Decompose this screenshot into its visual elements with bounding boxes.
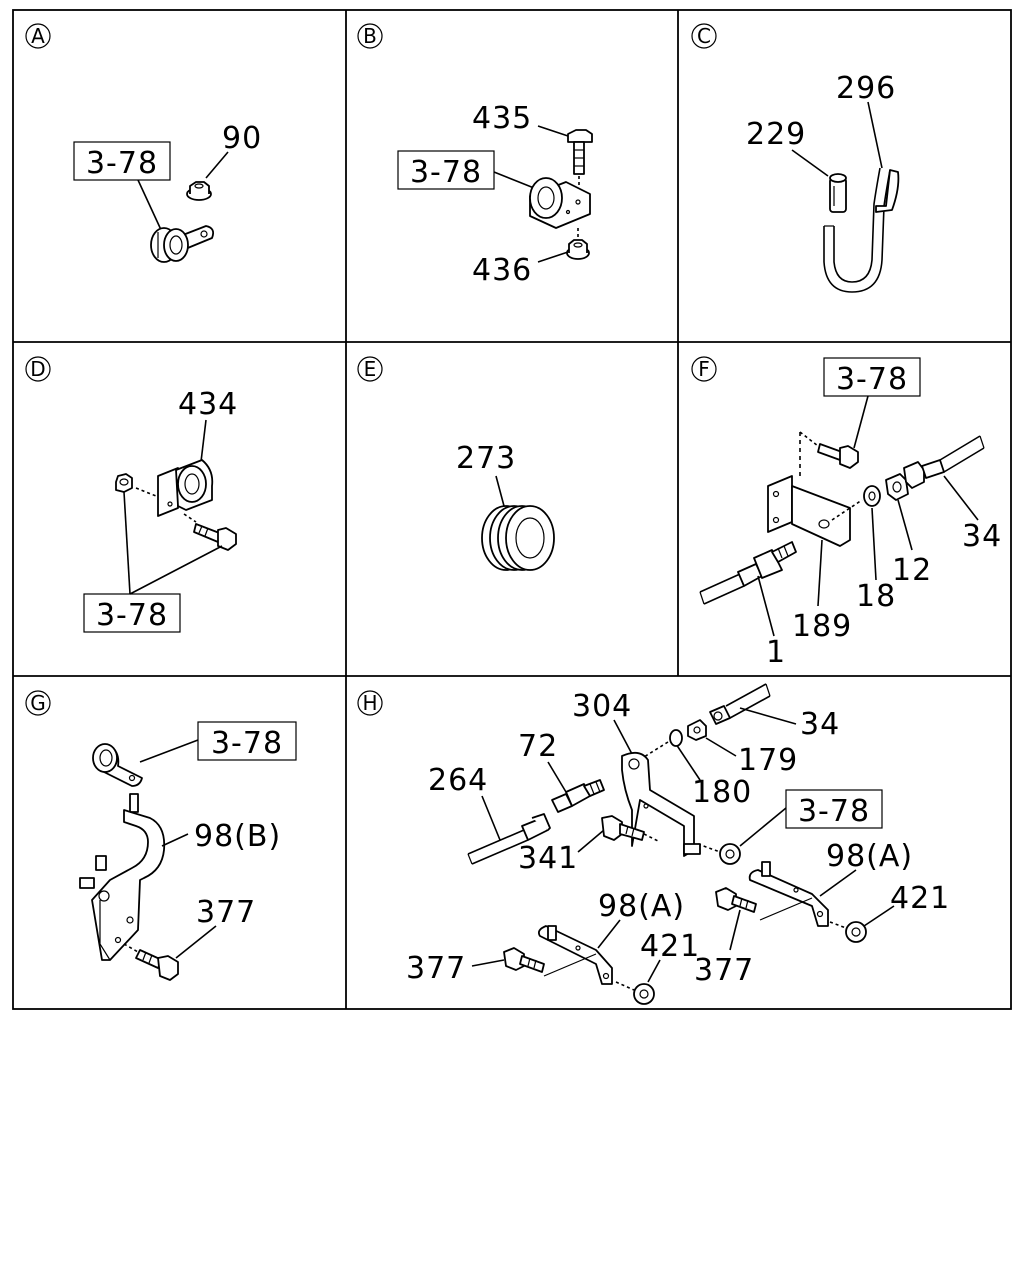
part-label-296: 296	[836, 71, 896, 106]
part-label-304: 304	[572, 689, 632, 724]
washer	[863, 485, 881, 507]
part-label-179: 179	[738, 743, 798, 778]
panel-badge-c: C	[691, 23, 717, 49]
part-label-90: 90	[222, 121, 262, 156]
panel-d: D 434 3-78	[25, 356, 238, 633]
ref-box-h[interactable]: 3-78	[785, 789, 883, 829]
hose-fitting	[699, 541, 797, 605]
panel-b: B 3-78 435 436	[357, 23, 593, 288]
part-label-34: 34	[800, 707, 840, 742]
bolt	[193, 523, 237, 551]
part-label-421-lower: 421	[640, 929, 700, 964]
flange-nut	[633, 983, 655, 1005]
bolt	[601, 815, 645, 841]
panel-grid	[12, 9, 1012, 1010]
bolt	[715, 887, 757, 913]
panel-h: H 304 34 72 179 264 180 341 3-78	[357, 683, 950, 1005]
grommet	[481, 505, 555, 571]
bolt	[567, 129, 593, 175]
badge-label: C	[697, 24, 711, 48]
part-label-34: 34	[962, 519, 1002, 554]
hose-sleeve	[829, 173, 847, 213]
flange-nut	[566, 239, 590, 260]
panel-badge-b: B	[357, 23, 383, 49]
ref-label: 3-78	[836, 362, 908, 397]
ref-label: 3-78	[96, 598, 168, 633]
bracket	[621, 751, 695, 857]
bolt	[503, 947, 545, 973]
badge-label: E	[364, 357, 377, 381]
badge-label: G	[30, 691, 46, 715]
part-label-189: 189	[792, 609, 852, 644]
part-label-180: 180	[692, 775, 752, 810]
hex-nut	[885, 473, 909, 501]
pipe-fitting	[467, 813, 551, 865]
part-label-273: 273	[456, 441, 516, 476]
badge-label: A	[31, 24, 45, 48]
part-label-264: 264	[428, 763, 488, 798]
ref-label: 3-78	[211, 726, 283, 761]
hose	[823, 167, 900, 293]
part-label-98a-lower: 98(A)	[598, 889, 685, 924]
bracket	[767, 475, 851, 547]
part-label-421-upper: 421	[890, 881, 950, 916]
part-label-436: 436	[472, 253, 532, 288]
ref-label: 3-78	[86, 146, 158, 181]
badge-label: D	[30, 357, 45, 381]
hex-nut	[115, 473, 133, 493]
ref-box-b[interactable]: 3-78	[397, 150, 495, 190]
hex-nut	[687, 719, 707, 741]
part-label-18: 18	[856, 579, 896, 614]
panel-badge-d: D	[25, 356, 51, 382]
part-label-72: 72	[518, 729, 558, 764]
clamp-bracket	[157, 459, 214, 517]
badge-label: B	[363, 24, 377, 48]
part-label-341: 341	[518, 841, 578, 876]
ref-label: 3-78	[410, 155, 482, 190]
part-label-12: 12	[892, 553, 932, 588]
panel-badge-a: A	[25, 23, 51, 49]
badge-label: F	[698, 357, 710, 381]
flange-nut	[845, 921, 867, 943]
badge-label: H	[362, 691, 377, 715]
ref-box-a[interactable]: 3-78	[73, 141, 171, 181]
panel-c: C 296 229	[691, 23, 900, 293]
ref-box-g[interactable]: 3-78	[197, 721, 297, 761]
panel-f: F 3-78	[691, 356, 1002, 670]
p-clamp	[92, 743, 143, 787]
panel-badge-h: H	[357, 690, 383, 716]
lock-washer	[669, 729, 683, 747]
part-label-377-lower: 377	[406, 951, 466, 986]
part-label-377: 377	[196, 895, 256, 930]
part-label-98a-upper: 98(A)	[826, 839, 913, 874]
part-label-1: 1	[766, 635, 786, 670]
part-label-435: 435	[472, 101, 532, 136]
ref-box-d[interactable]: 3-78	[83, 593, 181, 633]
panel-g: G 3-78 98(B)	[25, 690, 297, 981]
part-label-229: 229	[746, 117, 806, 152]
part-label-377-upper: 377	[694, 953, 754, 988]
panel-a: A 3-78 90	[25, 23, 262, 263]
pipe-fitting	[903, 435, 985, 489]
panel-badge-g: G	[25, 690, 51, 716]
ref-label: 3-78	[798, 794, 870, 829]
bracket	[79, 793, 166, 961]
part-label-434: 434	[178, 387, 238, 422]
bolt	[817, 443, 859, 469]
hex-nut	[719, 843, 741, 865]
bolt	[135, 949, 179, 981]
part-label-98b: 98(B)	[194, 819, 281, 854]
flange-nut	[186, 181, 212, 201]
clamp-block	[529, 177, 591, 229]
ref-box-f[interactable]: 3-78	[823, 357, 921, 397]
panel-badge-f: F	[691, 356, 717, 382]
panel-badge-e: E	[357, 356, 383, 382]
bracket	[537, 925, 613, 985]
panel-e: E 273	[357, 356, 555, 571]
pipe-fitting	[709, 683, 771, 725]
bracket	[748, 861, 829, 927]
union-fitting	[551, 779, 605, 813]
rubber-clamp	[150, 225, 215, 263]
